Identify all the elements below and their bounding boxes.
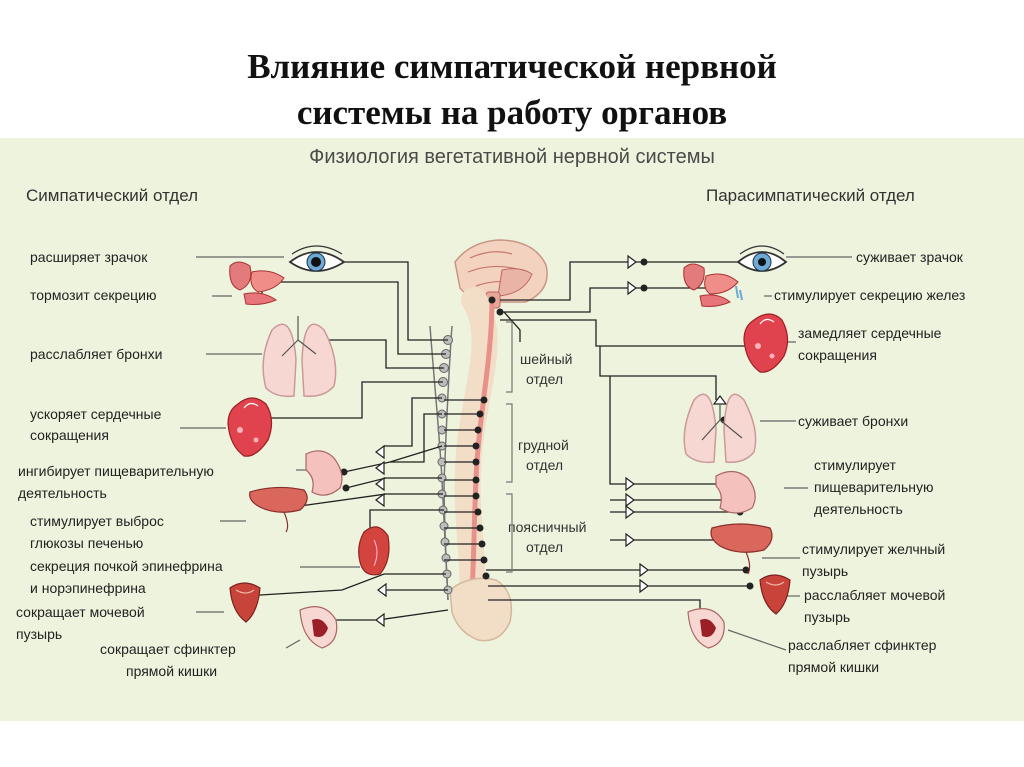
symp-label-rectum-2: прямой кишки — [126, 663, 218, 679]
spinal-cord — [429, 239, 548, 642]
label-pointer-lines — [180, 256, 852, 651]
rectum-icon-left — [299, 606, 338, 649]
parasympathetic-title: Парасимпатический отдел — [706, 186, 915, 205]
symp-label-bronchi: расслабляет бронхи — [30, 346, 163, 362]
para-label-bladder-1: расслабляет мочевой — [804, 587, 946, 603]
liver-icon-left — [249, 486, 308, 533]
eye-icon-left — [288, 245, 346, 272]
right-organs — [683, 245, 791, 649]
para-label-pupil: суживает зрачок — [856, 249, 963, 265]
region-label-cervical-1: шейный — [520, 351, 573, 367]
region-label-cervical-2: отдел — [526, 371, 564, 387]
left-organs — [227, 245, 390, 649]
para-label-heart-1: замедляет сердечные — [798, 325, 942, 341]
slide-title-line-1: Влияние симпатической нервной — [247, 47, 777, 86]
region-label-lumbar-2: отдел — [526, 539, 564, 555]
symp-label-heart-1: ускоряет сердечные — [30, 406, 162, 422]
para-label-rectum-1: расслабляет сфинктер — [788, 637, 937, 653]
region-label-thoracic-2: отдел — [526, 457, 564, 473]
symp-label-digestion-1: ингибирует пищеварительную — [18, 463, 214, 479]
sympathetic-title: Симпатический отдел — [26, 186, 199, 205]
spinal-cord-core — [469, 297, 495, 593]
sympathetic-pathways — [243, 261, 484, 621]
stomach-icon-left — [305, 450, 343, 496]
symp-label-kidney-1: секреция почкой эпинефрина — [30, 558, 223, 574]
heart-icon-right — [743, 313, 789, 373]
lungs-icon-left — [262, 316, 337, 398]
region-label-thoracic-1: грудной — [518, 437, 569, 453]
para-label-rectum-2: прямой кишки — [788, 659, 880, 675]
symp-label-digestion-2: деятельность — [18, 485, 107, 501]
region-label-lumbar-1: поясничный — [508, 519, 587, 535]
symp-label-pupil: расширяет зрачок — [30, 249, 148, 265]
para-label-gallbladder-1: стимулирует желчный — [802, 541, 946, 557]
bladder-icon-left — [229, 582, 261, 623]
liver-icon-right — [710, 523, 773, 575]
slide-title: Влияние симпатической нервной системы на… — [0, 44, 1024, 136]
salivary-gland-icon-right — [683, 263, 743, 307]
para-label-digestion-1: стимулирует — [814, 457, 896, 473]
symp-label-rectum-1: сокращает сфинктер — [100, 641, 236, 657]
slide-title-line-2: системы на работу органов — [296, 93, 728, 132]
symp-label-kidney-2: и норэпинефрина — [30, 580, 146, 596]
para-label-secretion: стимулирует секрецию желез — [774, 287, 966, 303]
parasympathetic-synapse-markers — [625, 254, 728, 594]
para-label-digestion-3: деятельность — [814, 501, 903, 517]
salivary-gland-icon-left — [229, 261, 285, 305]
para-label-digestion-2: пищеварительную — [814, 479, 934, 495]
para-label-heart-2: сокращения — [798, 347, 877, 363]
eye-icon-right — [736, 245, 788, 272]
rectum-icon-right — [687, 608, 725, 649]
kidney-icon-left — [358, 526, 390, 576]
symp-label-liver-2: глюкозы печенью — [30, 535, 144, 551]
para-label-bronchi: суживает бронхи — [798, 413, 909, 429]
diagram-header: Физиология вегетативной нервной системы — [309, 146, 715, 168]
para-label-bladder-2: пузырь — [804, 609, 851, 625]
symp-label-bladder-2: пузырь — [16, 626, 63, 642]
stomach-icon-right — [715, 470, 756, 514]
lungs-icon-right — [683, 393, 757, 464]
symp-label-bladder-1: сокращает мочевой — [16, 604, 145, 620]
bladder-icon-right — [759, 574, 791, 615]
para-label-gallbladder-2: пузырь — [802, 563, 849, 579]
heart-icon-left — [227, 397, 273, 457]
symp-label-secretion: тормозит секрецию — [30, 287, 157, 303]
sympathetic-synapse-markers — [375, 444, 387, 628]
symp-label-heart-2: сокращения — [30, 427, 109, 443]
sacrum — [449, 577, 513, 642]
symp-label-liver-1: стимулирует выброс — [30, 513, 164, 529]
